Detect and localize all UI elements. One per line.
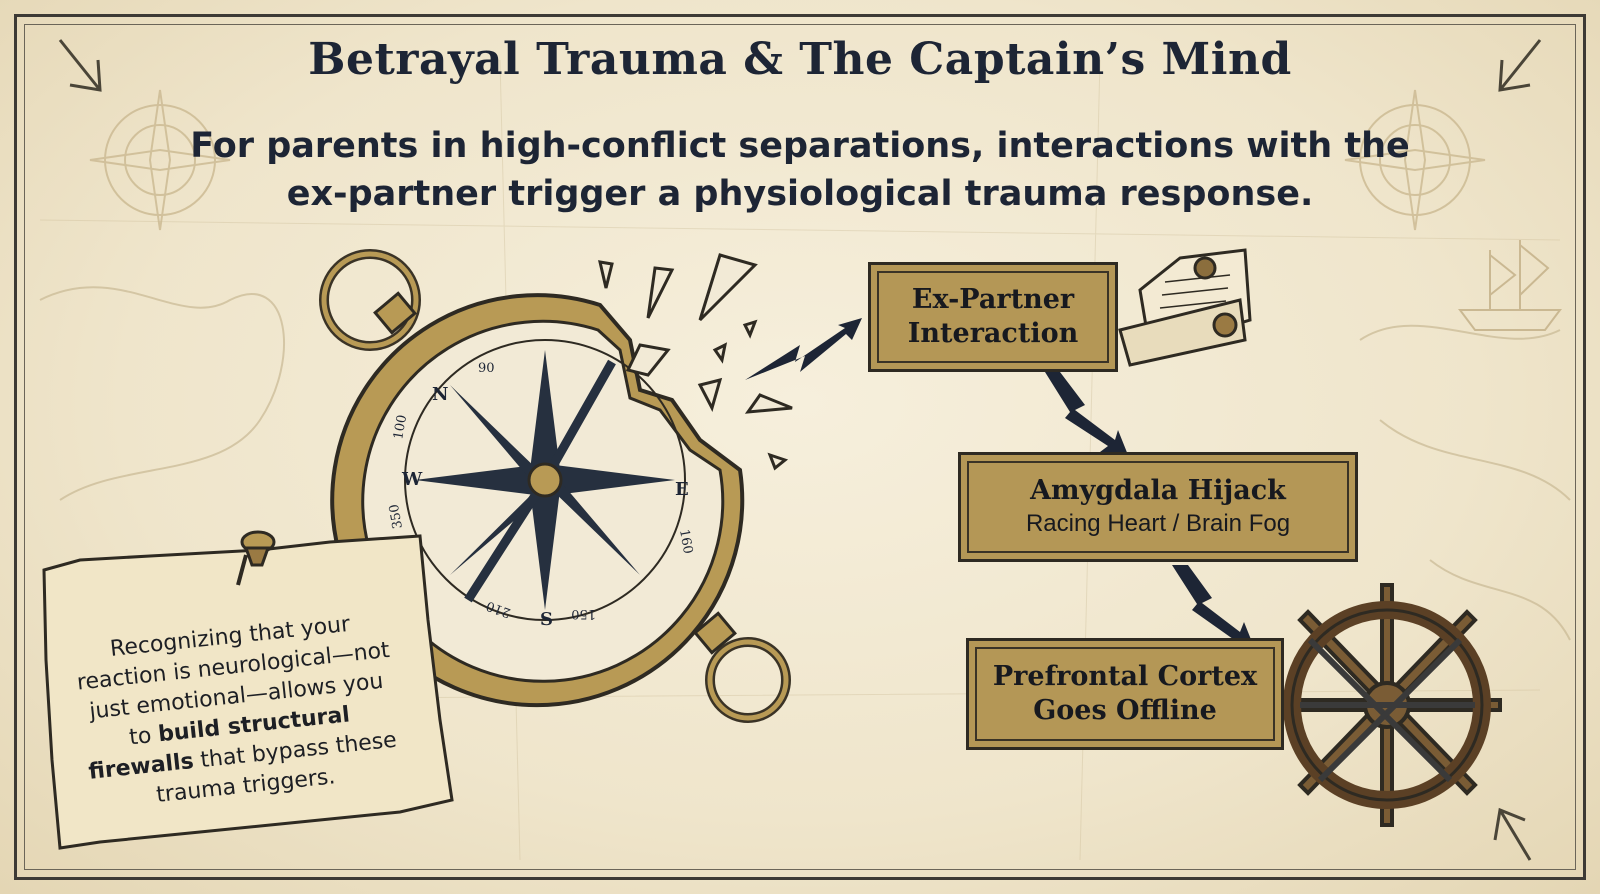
push-pin-icon (236, 530, 276, 586)
flow-box-prefrontal-cortex: Prefrontal Cortex Goes Offline (966, 638, 1284, 750)
compass-rose-left-icon (89, 89, 231, 231)
compass-south-label: S (540, 609, 553, 630)
flow-box-2-detail: Racing Heart / Brain Fog (1025, 510, 1291, 537)
map-background-lines (39, 59, 1571, 861)
lightning-arrow-to-box1-icon (745, 318, 862, 380)
flow-box-3-title: Prefrontal Cortex Goes Offline (992, 661, 1258, 726)
compass-degree-90: 90 (478, 361, 495, 376)
lightning-arrow-to-box3-icon (1172, 565, 1256, 652)
inner-border (24, 24, 1576, 870)
compass-degree-160: 160 (676, 528, 695, 555)
flow-box-1-title: Ex-Partner Interaction (907, 284, 1079, 349)
flow-box-ex-partner-interaction: Ex-Partner Interaction (868, 262, 1118, 372)
glass-shards-icon (598, 253, 793, 471)
compass-degree-100: 100 (391, 414, 410, 441)
compass-rose-right-icon (1344, 89, 1486, 231)
flow-box-amygdala-hijack: Amygdala Hijack Racing Heart / Brain Fog (958, 452, 1358, 562)
flow-box-2-title: Amygdala Hijack (1030, 475, 1286, 506)
scroll-document-icon (1118, 248, 1252, 367)
sailing-ship-icon (1458, 240, 1562, 331)
compass-west-label: W (401, 469, 423, 490)
compass-east-label: E (675, 479, 689, 500)
torn-note-paper (42, 534, 454, 850)
note-text: Recognizing that your reaction is neurol… (69, 606, 406, 818)
page-title: Betrayal Trauma & The Captain’s Mind (308, 34, 1292, 85)
lightning-arrow-to-box2-icon (1045, 372, 1130, 460)
compass-degree-350: 350 (387, 503, 406, 530)
page-subtitle: For parents in high-conflict separations… (190, 126, 1410, 214)
compass-degree-150: 150 (571, 606, 596, 621)
chained-ship-wheel-icon (1263, 583, 1502, 827)
anchor-corner-icons (58, 39, 1542, 861)
ornate-border (14, 14, 1586, 880)
compass-north-label: N (432, 384, 448, 405)
